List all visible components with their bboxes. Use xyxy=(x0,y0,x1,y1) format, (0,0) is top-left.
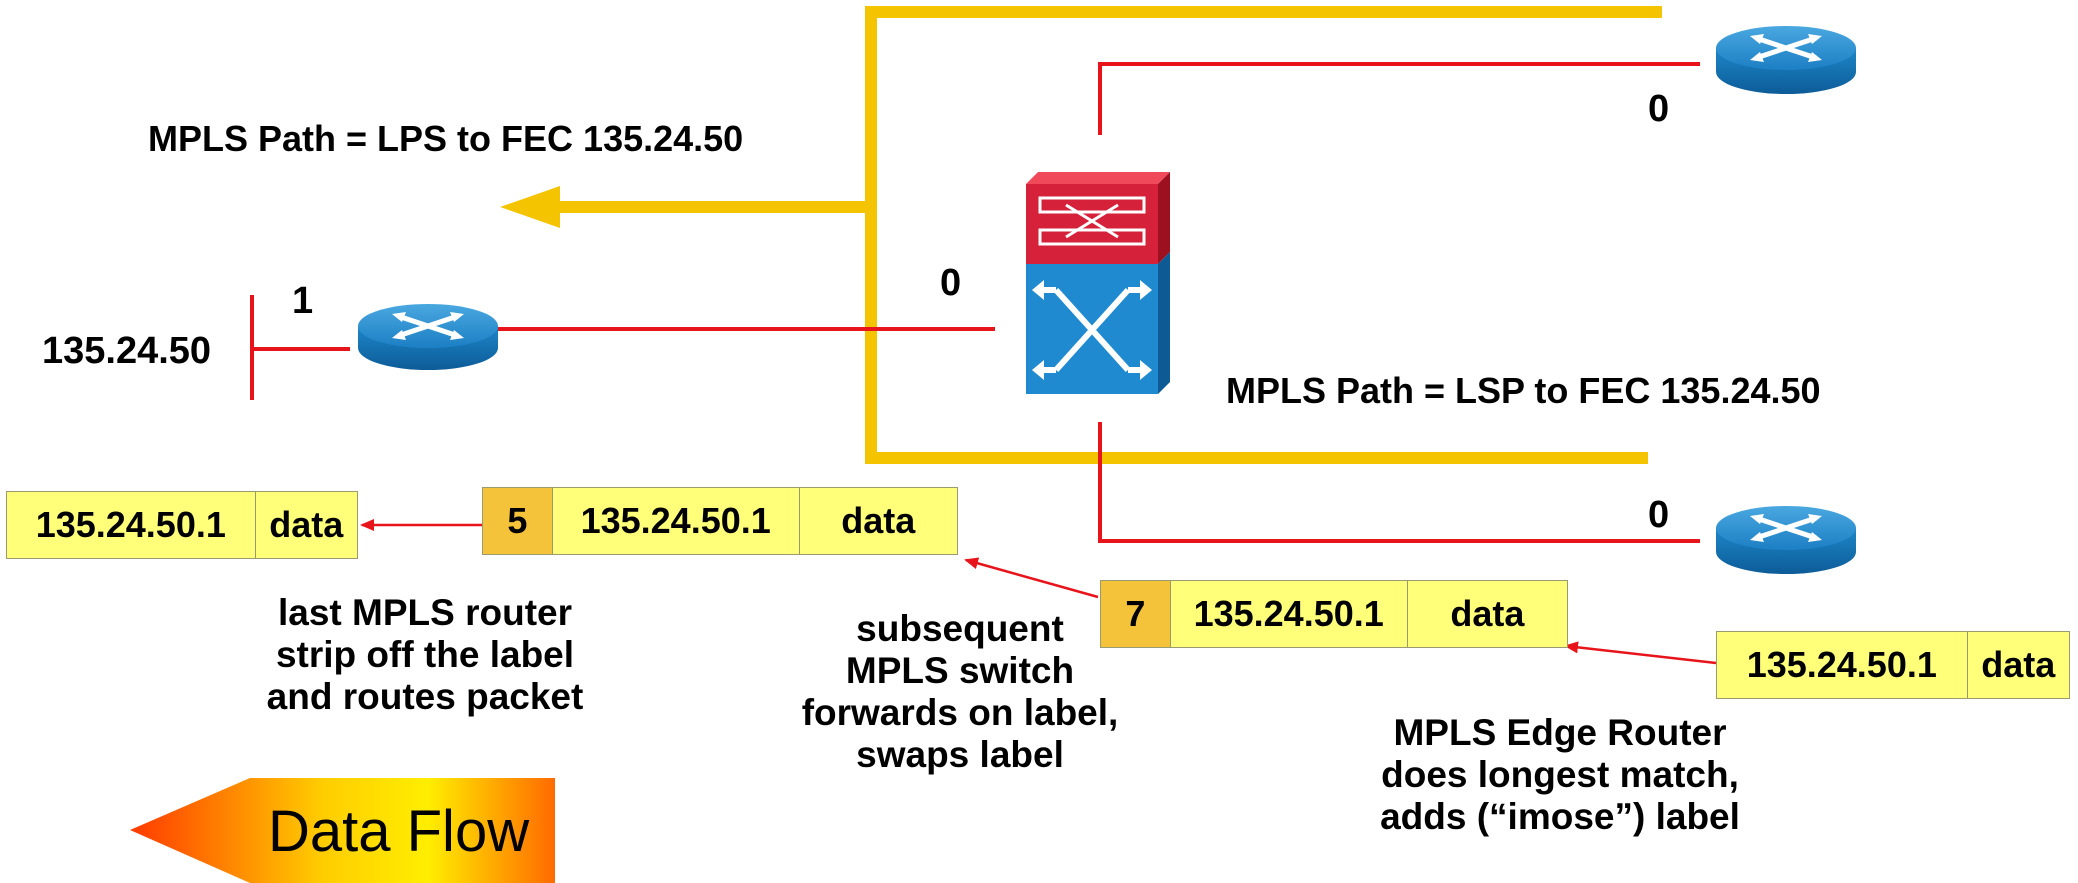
interface-number-switch: 0 xyxy=(940,262,962,304)
router-icon-left xyxy=(358,304,498,370)
packet-after-swap: 5 135.24.50.1 data xyxy=(482,487,958,555)
destination-network: 135.24.50 xyxy=(42,330,212,372)
mpls-switch-icon xyxy=(1026,172,1170,394)
packet-data: data xyxy=(269,504,344,545)
lsp-label-right: MPLS Path = LSP to FEC 135.24.50 xyxy=(1226,370,1821,411)
interface-number-bottom-right: 0 xyxy=(1648,494,1670,536)
packet-ip: 135.24.50.1 xyxy=(7,492,256,558)
lsp-direction-arrow xyxy=(500,186,560,228)
packet-incoming: 135.24.50.1 data xyxy=(1716,631,2070,699)
data-flow-label: Data Flow xyxy=(268,799,530,864)
packet-final: 135.24.50.1 data xyxy=(6,491,358,559)
data-flow-arrow-icon xyxy=(130,778,555,883)
packet-data: data xyxy=(1981,644,2056,685)
caption-switch: subsequent MPLS switch forwards on label… xyxy=(801,608,1119,775)
packet-after-edge: 7 135.24.50.1 data xyxy=(1100,580,1568,648)
packet-ip: 135.24.50.1 xyxy=(1717,632,1968,698)
interface-number-top-right: 0 xyxy=(1648,88,1670,130)
packet-label: 5 xyxy=(483,488,553,554)
packet-ip: 135.24.50.1 xyxy=(1171,581,1408,647)
packet-data: data xyxy=(1450,593,1525,634)
router-icon-top-right xyxy=(1716,26,1856,94)
packet-ip: 135.24.50.1 xyxy=(553,488,800,554)
packet-data: data xyxy=(841,500,916,541)
lsp-path xyxy=(500,6,1662,464)
lsp-label-top: MPLS Path = LPS to FEC 135.24.50 xyxy=(148,118,744,159)
packet-label: 7 xyxy=(1101,581,1171,647)
router-icon-bottom-right xyxy=(1716,506,1856,574)
caption-last-router: last MPLS router strip off the label and… xyxy=(266,592,584,717)
network-links xyxy=(250,62,1700,543)
caption-edge-router: MPLS Edge Router does longest match, add… xyxy=(1380,712,1740,837)
interface-number-left: 1 xyxy=(292,280,314,322)
packet-arrows xyxy=(360,519,1717,665)
